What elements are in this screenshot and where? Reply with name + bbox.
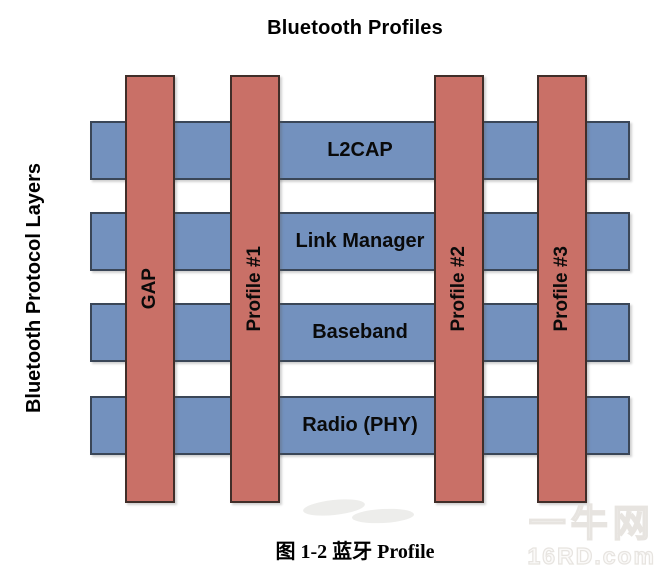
profile-label-profile-2: Profile #2 <box>448 246 469 332</box>
profile-label-gap: GAP <box>139 268 160 310</box>
diagram-title: Bluetooth Profiles <box>267 17 443 39</box>
profile-label-profile-3: Profile #3 <box>551 246 572 332</box>
layer-label-link-manager: Link Manager <box>295 230 425 252</box>
layer-label-l2cap: L2CAP <box>327 139 393 161</box>
y-axis-label-container: Bluetooth Protocol Layers <box>12 121 56 455</box>
layer-label-radio-phy: Radio (PHY) <box>302 414 418 436</box>
figure-caption: 图 1-2 蓝牙 Profile <box>275 541 435 563</box>
profile-bar-profile-2: Profile #2 <box>434 75 484 503</box>
profile-bar-profile-1: Profile #1 <box>230 75 280 503</box>
y-axis-label: Bluetooth Protocol Layers <box>22 162 45 414</box>
layer-label-baseband: Baseband <box>312 321 408 343</box>
profile-bar-profile-3: Profile #3 <box>537 75 587 503</box>
watermark-swoosh-decoration <box>351 507 415 525</box>
profile-bar-gap: GAP <box>125 75 175 503</box>
profile-label-profile-1: Profile #1 <box>244 246 265 332</box>
